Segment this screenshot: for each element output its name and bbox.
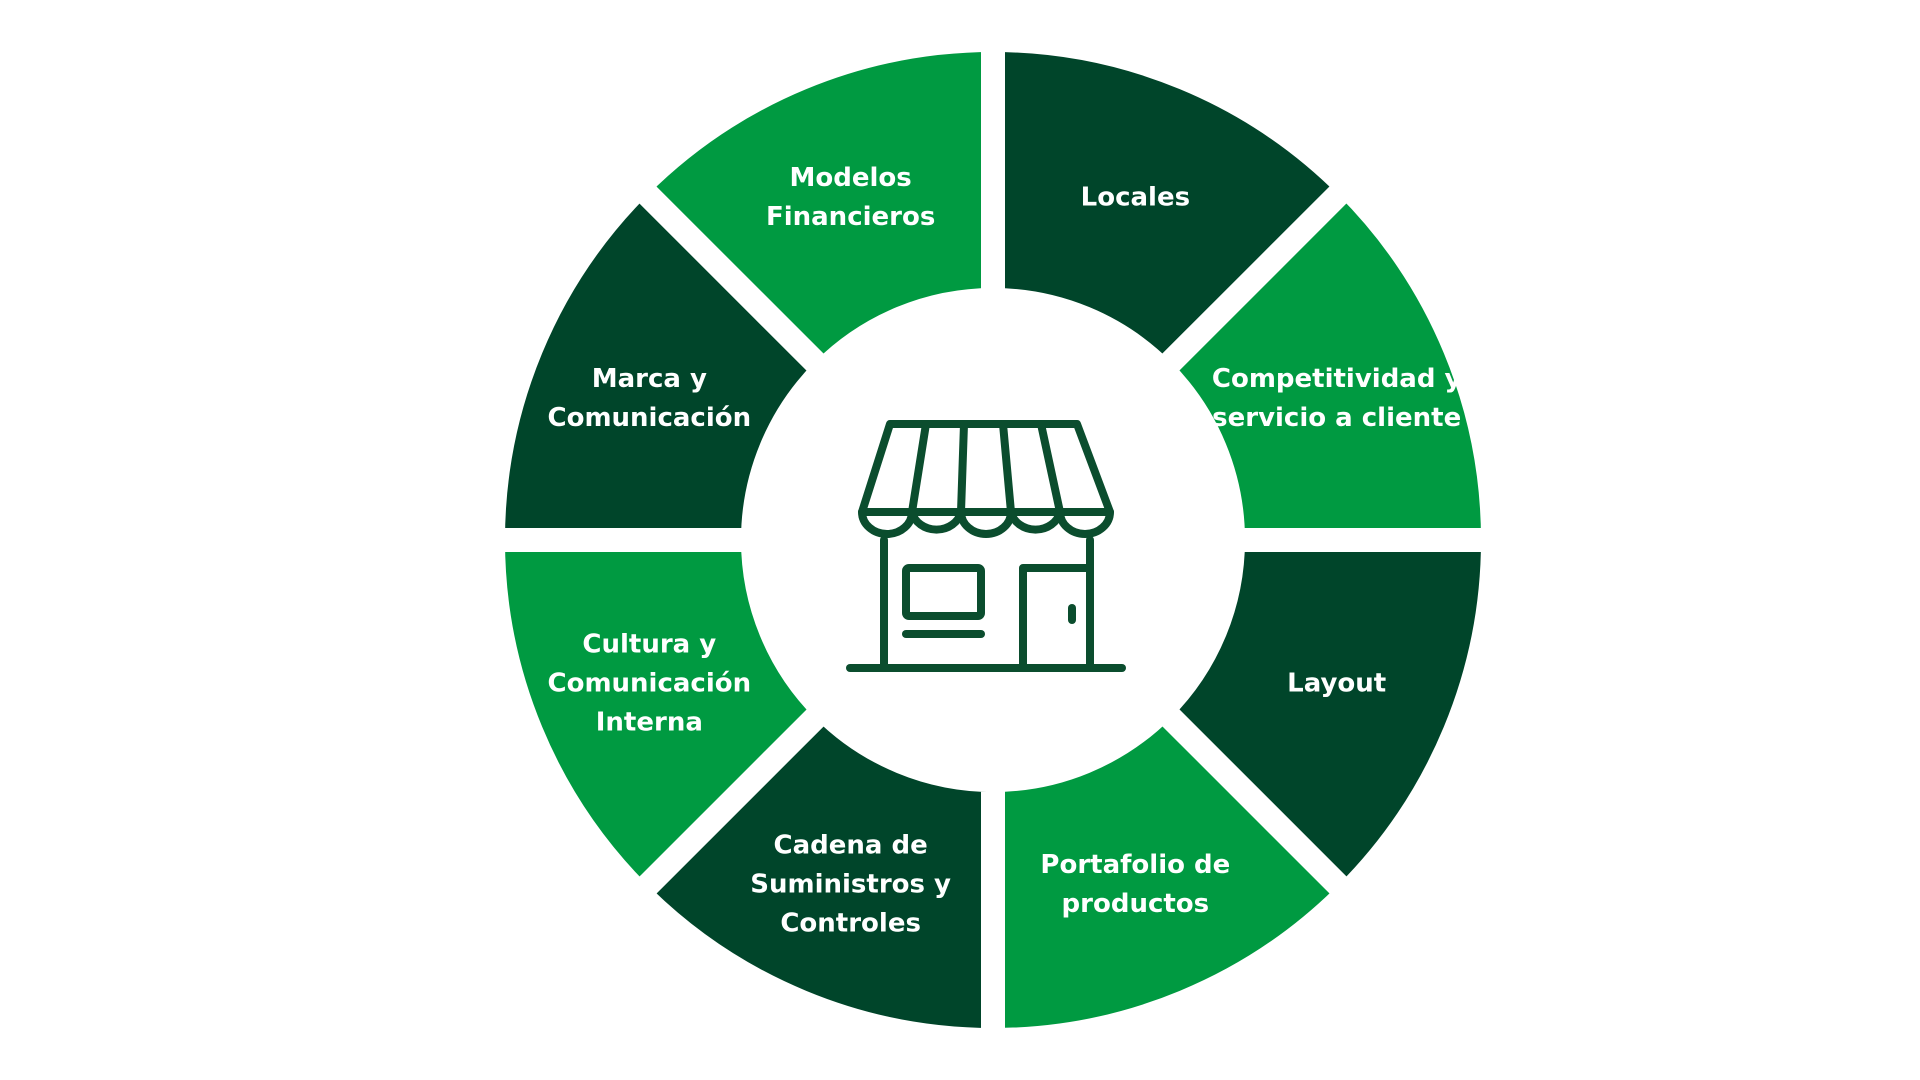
segment-label-line: Modelos	[790, 163, 912, 193]
segment-label-line: Cultura y	[582, 629, 716, 659]
segment-label-line: Marca y	[592, 364, 707, 394]
segment-label-line: Competitividad y	[1212, 364, 1462, 394]
segment-label-competitividad: Competitividad y servicio a cliente	[1212, 364, 1462, 433]
shop-door-icon	[1019, 564, 1094, 670]
awning-stripe-icon	[999, 420, 1015, 516]
segment-label-locales: Locales	[1081, 182, 1190, 212]
center-disc	[753, 300, 1233, 780]
segment-label-line: servicio a cliente	[1212, 403, 1461, 433]
awning-stripe-icon	[908, 420, 930, 516]
segment-label-line: Suministros y	[750, 870, 951, 900]
segment-label-line: Layout	[1287, 668, 1386, 698]
awning-valance-icon	[858, 508, 1114, 538]
segment-label-marca: Marca y Comunicación	[548, 364, 752, 433]
storefront-icon	[846, 420, 1126, 672]
segment-label-line: Locales	[1081, 182, 1190, 212]
segment-label-line: Controles	[780, 909, 921, 939]
segment-label-line: Interna	[596, 707, 703, 737]
segment-label-line: Comunicación	[548, 668, 752, 698]
shop-window-icon	[902, 564, 985, 620]
segment-label-cadena: Cadena de Suministros y Controles	[750, 831, 951, 939]
segment-label-layout: Layout	[1287, 668, 1386, 698]
segment-label-line: Comunicación	[548, 403, 752, 433]
segment-label-line: Cadena de	[774, 831, 928, 861]
segment-label-portafolio: Portafolio de productos	[1040, 850, 1230, 919]
segment-label-line: Financieros	[766, 202, 935, 232]
awning-stripe-icon	[1037, 420, 1064, 516]
awning-stripe-icon	[957, 420, 968, 516]
segment-label-line: Portafolio de	[1040, 850, 1230, 880]
segment-label-line: productos	[1062, 889, 1210, 919]
